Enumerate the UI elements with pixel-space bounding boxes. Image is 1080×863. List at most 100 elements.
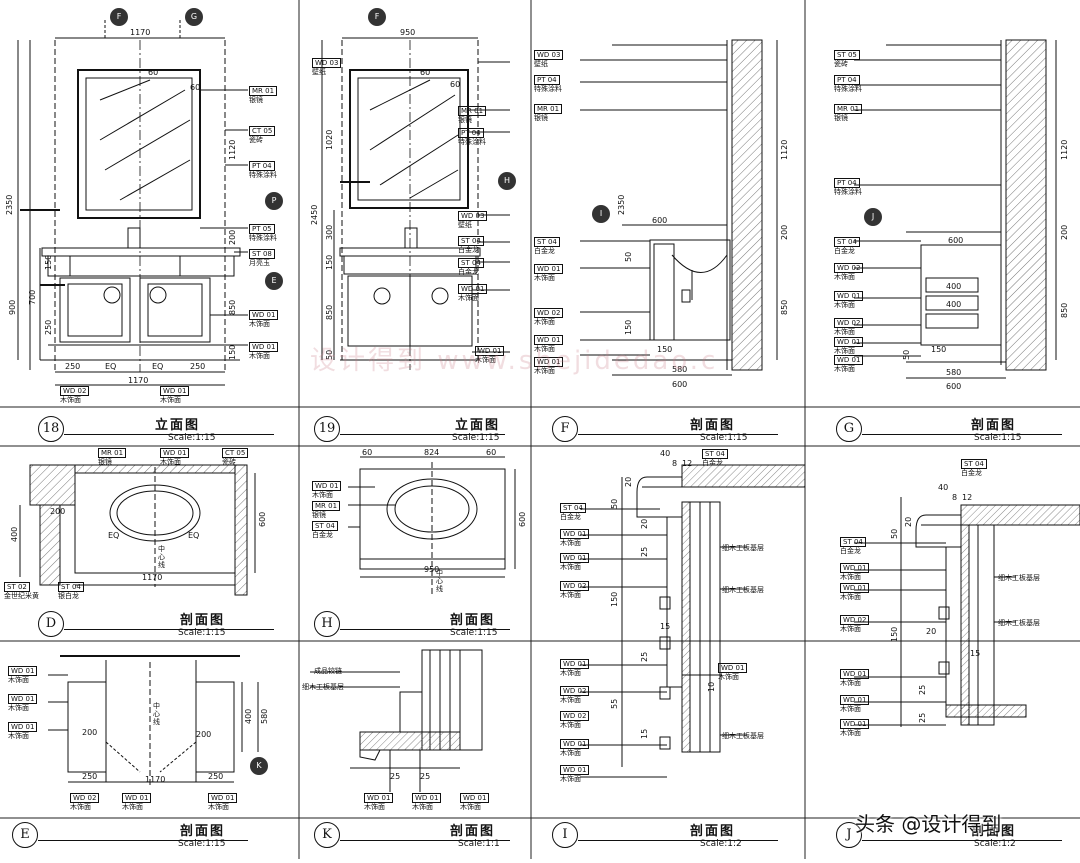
- dim-label: 2350: [5, 194, 14, 215]
- dim-label: 50: [624, 251, 633, 262]
- title-underline: [64, 434, 274, 435]
- dim-label: EQ: [108, 531, 120, 540]
- marker-e-icon: E: [265, 272, 283, 290]
- title-block-19: 19 立面图 Scale:1:15: [300, 414, 531, 444]
- drawing-number: J: [836, 822, 862, 848]
- marker-k-icon: K: [250, 757, 268, 775]
- dim-label: 250: [82, 772, 98, 781]
- dim-label: 20: [904, 516, 913, 527]
- dim-label: 600: [258, 511, 267, 527]
- dim-label: 25: [918, 712, 927, 723]
- dim-label: 400: [10, 526, 19, 542]
- note-label: 细木工板基层: [722, 732, 764, 740]
- panel-f-drawing: I 1120 2350 600 200 850 50 150 580 600 1…: [532, 0, 805, 407]
- dim-label: 1170: [142, 573, 163, 582]
- dim-label: 1170: [128, 376, 149, 385]
- dim-label: EQ: [152, 362, 164, 371]
- dim-label: 200: [1060, 224, 1069, 240]
- drawing-number: H: [314, 611, 340, 637]
- note-label: 细木工板基层: [998, 619, 1040, 627]
- note-label: 细木工板基层: [998, 574, 1040, 582]
- dim-label: 20: [624, 476, 633, 487]
- dim-label: 2450: [310, 204, 319, 225]
- dim-label: 40: [938, 483, 949, 492]
- marker-p-icon: P: [265, 192, 283, 210]
- panel-18-drawing: F G P E 1170 2350 1120 200 150 900 700 2…: [0, 0, 299, 407]
- dim-label: 600: [946, 382, 962, 391]
- panel-j-drawing: 细木工板基层 细木工板基层 40 8 12 20 50 150 20 15 25…: [806, 447, 1080, 787]
- dim-label: 150: [657, 345, 673, 354]
- marker-i-icon: I: [592, 205, 610, 223]
- drawing-scale: Scale:1:15: [974, 433, 1022, 443]
- dim-label: 950: [400, 28, 416, 37]
- dim-label: 1170: [145, 775, 166, 784]
- title-block-18: 18 立面图 Scale:1:15: [0, 414, 299, 444]
- marker-j-icon: J: [864, 208, 882, 226]
- dim-label: 15: [660, 622, 671, 631]
- panel-g-drawing: J 1120 600 200 850 400 400 50 150 580 60…: [806, 0, 1080, 407]
- dim-label: 400: [244, 708, 253, 724]
- title-block-d: D 剖面图 Scale:1:15: [0, 609, 299, 639]
- dim-label: 824: [424, 448, 440, 457]
- dim-label: EQ: [188, 531, 200, 540]
- panel-k-linework: [310, 649, 483, 792]
- drawing-number: I: [552, 822, 578, 848]
- dim-label: 20: [926, 627, 937, 636]
- dim-label: 12: [962, 493, 973, 502]
- marker-f-icon: F: [368, 8, 386, 26]
- dim-label: 400: [946, 300, 962, 309]
- dim-label: 60: [420, 68, 431, 77]
- dim-label: 300: [325, 224, 334, 240]
- dim-label: 250: [65, 362, 81, 371]
- drawing-title: 剖面图: [180, 824, 226, 839]
- marker-g-icon: G: [185, 8, 203, 26]
- panel-19-drawing: F H 950 2450 1020 300 150 850 50 60 60 W…: [300, 0, 531, 407]
- dim-label: 150: [610, 591, 619, 607]
- note-label: 细木工板基层: [722, 586, 764, 594]
- dim-label: 60: [148, 68, 159, 77]
- dim-label: 150: [931, 345, 947, 354]
- center-line-label: 中心线: [153, 702, 160, 726]
- dim-label: 25: [420, 772, 431, 781]
- dim-label: 900: [8, 299, 17, 315]
- drawing-number: E: [12, 822, 38, 848]
- dim-label: 60: [190, 83, 201, 92]
- drawing-scale: Scale:1:15: [450, 628, 498, 638]
- note-label: 成品铰链: [314, 667, 342, 675]
- dim-label: 580: [260, 708, 269, 724]
- watermark-text: 设计得到 www.shejidedao.c: [310, 346, 719, 376]
- dim-label: 15: [970, 649, 981, 658]
- title-block-j: J 剖面图 Scale:1:2: [806, 820, 1080, 850]
- dim-label: 15: [640, 728, 649, 739]
- title-block-k: K 剖面图 Scale:1:1: [300, 820, 531, 850]
